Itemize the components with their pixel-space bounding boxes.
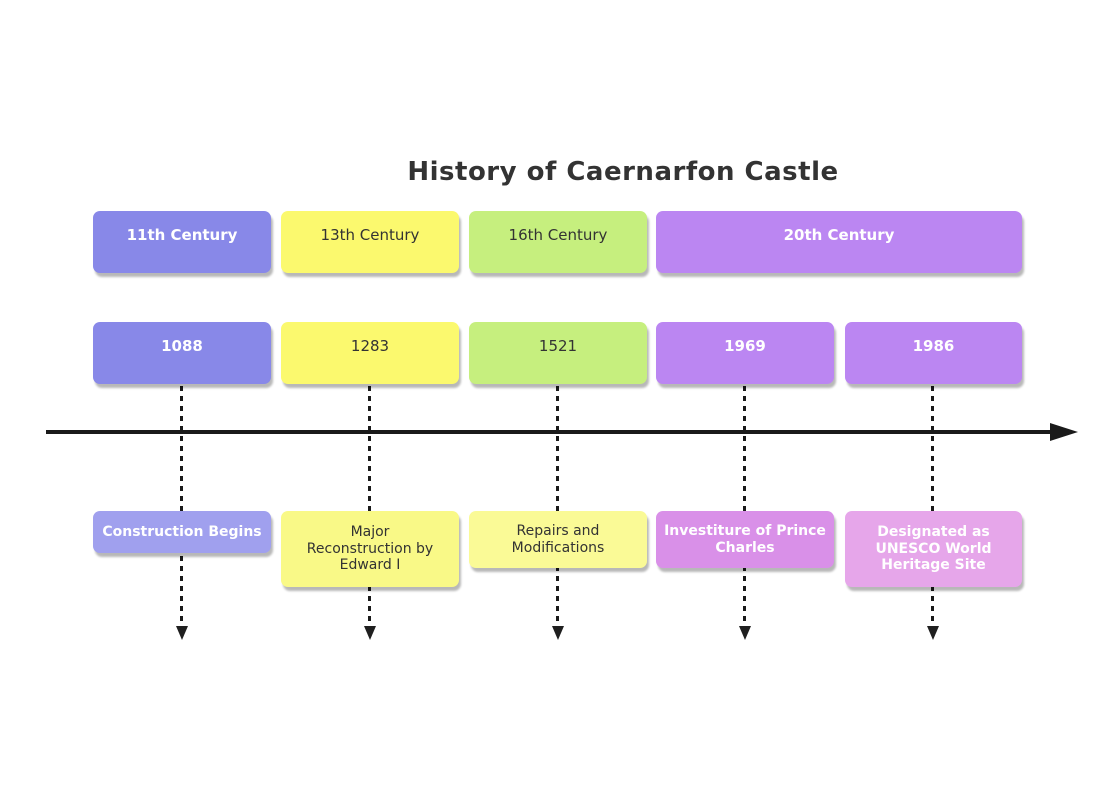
event-label: Construction Begins xyxy=(102,523,262,540)
event-unesco-world-heritage-site: Designated as UNESCO World Heritage Site xyxy=(845,511,1022,587)
event-investiture-of-prince-charles: Investiture of Prince Charles xyxy=(656,511,834,568)
period-label: 1986 xyxy=(912,337,955,355)
timeline-axis xyxy=(46,430,1054,434)
connector-arrowhead-icon-1986 xyxy=(927,626,939,640)
period-1283: 1283 xyxy=(281,322,459,384)
event-label: Investiture of Prince Charles xyxy=(664,522,826,556)
period-label: 1521 xyxy=(538,337,578,355)
period-label: 1088 xyxy=(161,337,203,355)
event-label: Designated as UNESCO World Heritage Site xyxy=(875,524,992,574)
event-repairs-and-modifications: Repairs and Modifications xyxy=(469,511,647,568)
connector-line-1088 xyxy=(180,386,183,626)
section-label: 16th Century xyxy=(508,226,608,244)
event-construction-begins: Construction Begins xyxy=(93,511,271,553)
section-13th-century: 13th Century xyxy=(281,211,459,273)
period-label: 1969 xyxy=(724,337,766,355)
connector-arrowhead-icon-1088 xyxy=(176,626,188,640)
section-label: 20th Century xyxy=(783,226,895,244)
connector-arrowhead-icon-1521 xyxy=(552,626,564,640)
section-20th-century: 20th Century xyxy=(656,211,1022,273)
section-11th-century: 11th Century xyxy=(93,211,271,273)
connector-line-1969 xyxy=(743,386,746,626)
connector-line-1283 xyxy=(368,386,371,626)
diagram-title: History of Caernarfon Castle xyxy=(407,157,839,187)
period-label: 1283 xyxy=(350,337,390,355)
section-label: 13th Century xyxy=(320,226,420,244)
connector-line-1986 xyxy=(931,386,934,626)
section-16th-century: 16th Century xyxy=(469,211,647,273)
period-1969: 1969 xyxy=(656,322,834,384)
connector-arrowhead-icon-1283 xyxy=(364,626,376,640)
period-1088: 1088 xyxy=(93,322,271,384)
period-1521: 1521 xyxy=(469,322,647,384)
section-label: 11th Century xyxy=(126,226,238,244)
event-label: Major Reconstruction by Edward I xyxy=(306,524,434,574)
event-label: Repairs and Modifications xyxy=(511,522,605,556)
connector-arrowhead-icon-1969 xyxy=(739,626,751,640)
period-1986: 1986 xyxy=(845,322,1022,384)
connector-line-1521 xyxy=(556,386,559,626)
timeline-axis-arrowhead-icon xyxy=(1050,423,1078,441)
event-major-reconstruction-by-edward-i: Major Reconstruction by Edward I xyxy=(281,511,459,587)
